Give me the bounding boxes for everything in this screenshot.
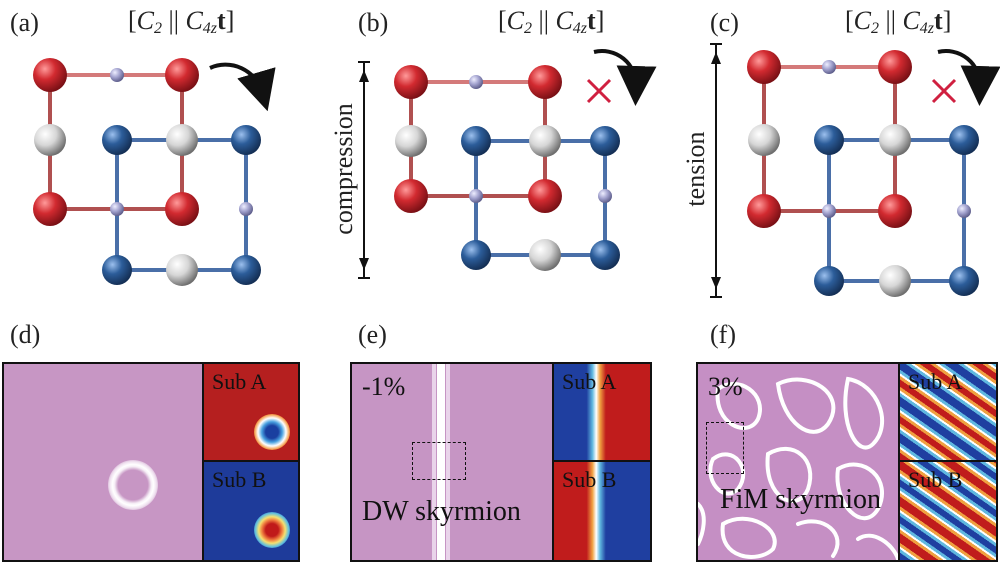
inset-f-sub-b: Sub B (898, 460, 998, 562)
structure-a (33, 58, 276, 286)
sub-a-label: Sub A (908, 369, 963, 394)
symmetry-label-a: [C2 || C4zt] (128, 6, 235, 37)
structure-b (358, 49, 657, 279)
strain-value-f: 3% (708, 372, 743, 401)
rotation-arrow-icon (937, 49, 1000, 106)
sub-b-label: Sub B (908, 467, 963, 492)
panel-label-f: (f) (710, 320, 736, 349)
red-atom (33, 58, 67, 92)
small-atom (239, 202, 253, 216)
sub-b-label: Sub B (212, 467, 267, 492)
rotation-arrow-icon (209, 62, 276, 112)
red-atom (33, 192, 67, 226)
spin-map-f: 3% FiM skyrmion (696, 362, 900, 562)
panel-label-c: (c) (710, 8, 739, 37)
structure-c (710, 43, 1000, 298)
spin-map-e: -1% DW skyrmion (350, 362, 554, 562)
skyrmion-core (254, 512, 290, 548)
symmetry-label-c: [C2 || C4zt] (845, 6, 952, 37)
gray-atom (166, 254, 198, 286)
domain-texture (698, 376, 898, 560)
blue-atom (102, 255, 132, 285)
rotation-arrow-icon (593, 49, 657, 106)
gray-atom (34, 124, 66, 156)
fim-skyrmion-label: FiM skyrmion (720, 484, 882, 515)
forbidden-cross-icon (586, 78, 612, 104)
panel-label-e: (e) (358, 320, 387, 349)
skyrmion-ring (108, 460, 158, 510)
skyrmion-core (254, 414, 290, 450)
inset-f-sub-a: Sub A (898, 362, 998, 462)
inset-e-sub-b: Sub B (552, 460, 652, 562)
panel-label-a: (a) (10, 8, 39, 37)
gray-atom (166, 124, 198, 156)
spin-map-d (2, 362, 204, 562)
symmetry-label-b: [C2 || C4zt] (498, 6, 605, 37)
domain-wall (437, 364, 445, 560)
dw-skyrmion-label: DW skyrmion (362, 496, 521, 527)
selection-box (706, 422, 744, 474)
forbidden-cross-icon (931, 78, 957, 104)
small-atom (110, 68, 124, 82)
inset-d-sub-b: Sub B (202, 460, 300, 562)
sub-a-label: Sub A (212, 369, 267, 394)
panel-label-d: (d) (10, 320, 41, 349)
panel-label-b: (b) (358, 8, 389, 37)
inset-d-sub-a: Sub A (202, 362, 300, 462)
inset-e-sub-a: Sub A (552, 362, 652, 462)
strain-value-e: -1% (362, 372, 406, 401)
red-atom (165, 58, 199, 92)
red-atom (165, 192, 199, 226)
blue-atom (231, 255, 261, 285)
selection-box (412, 442, 466, 480)
small-atom (110, 202, 124, 216)
blue-atom (231, 125, 261, 155)
sub-a-label: Sub A (562, 369, 617, 394)
sub-b-label: Sub B (562, 467, 617, 492)
blue-atom (102, 125, 132, 155)
